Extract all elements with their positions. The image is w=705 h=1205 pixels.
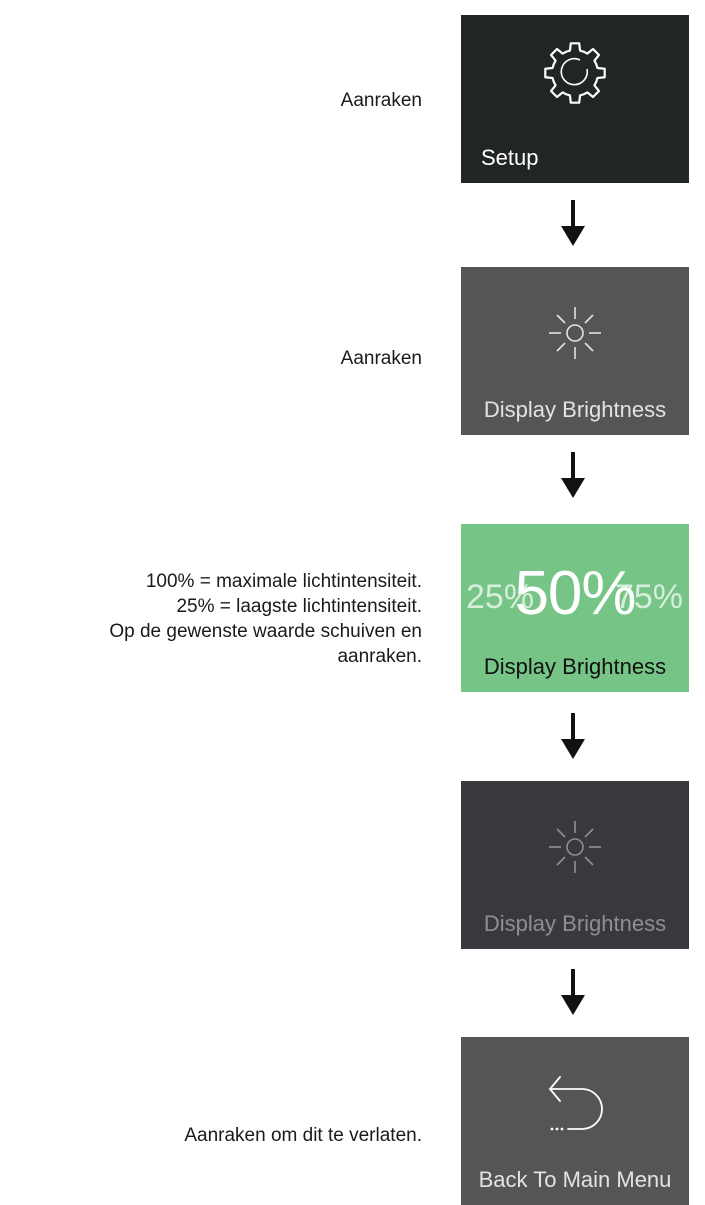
instruction-line: 25% = laagste lichtintensiteit.: [176, 596, 422, 617]
instruction-exit: Aanraken om dit te verlaten.: [184, 1125, 422, 1146]
instruction-setup: Aanraken: [340, 90, 422, 111]
brightness-value-slider[interactable]: 25% 75% 50%: [461, 554, 689, 634]
instruction-line: Op de gewenste waarde schuiven en: [109, 621, 422, 642]
instruction-brightness-value: 100% = maximale lichtintensiteit. 25% = …: [42, 569, 422, 669]
gear-icon: [535, 33, 615, 118]
brightness-value-prev: 25%: [466, 578, 535, 616]
instruction-brightness: Aanraken: [340, 348, 422, 369]
setup-label: Setup: [481, 145, 539, 170]
display-brightness-tile[interactable]: Display Brightness: [461, 267, 689, 435]
back-to-main-menu-tile[interactable]: Back To Main Menu: [461, 1037, 689, 1205]
instruction-line: 100% = maximale lichtintensiteit.: [145, 571, 422, 592]
instruction-line: aanraken.: [337, 646, 422, 667]
display-brightness-tile-dimmed[interactable]: Display Brightness: [461, 781, 689, 949]
display-brightness-label: Display Brightness: [483, 654, 667, 679]
sun-icon: [535, 807, 615, 892]
sun-icon: [535, 293, 615, 378]
down-arrow-icon: [561, 969, 585, 1015]
down-arrow-icon: [561, 713, 585, 759]
back-to-main-menu-label: Back To Main Menu: [478, 1167, 672, 1192]
setup-tile[interactable]: Setup: [461, 15, 689, 183]
brightness-value-current: 50%: [514, 559, 636, 628]
display-brightness-label: Display Brightness: [483, 911, 667, 936]
brightness-value-next: 75%: [614, 578, 683, 616]
down-arrow-icon: [561, 452, 585, 498]
back-arrow-icon: [530, 1067, 620, 1152]
display-brightness-label: Display Brightness: [483, 397, 667, 422]
down-arrow-icon: [561, 200, 585, 246]
brightness-slider-tile[interactable]: 25% 75% 50% Display Brightness: [461, 524, 689, 692]
